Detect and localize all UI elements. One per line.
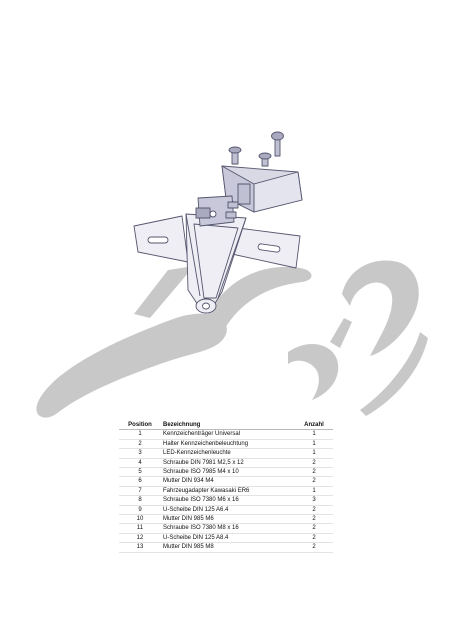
cell-description: U-Scheibe DIN 125 A8.4 xyxy=(161,533,295,544)
cell-quantity: 2 xyxy=(295,458,333,469)
cell-position: 5 xyxy=(119,467,161,478)
table-row: 6 Mutter DIN 934 M4 2 xyxy=(119,476,333,487)
watermark-arc-center xyxy=(206,266,312,330)
header-quantity: Anzahl xyxy=(295,421,333,431)
screw-top-center xyxy=(258,152,272,167)
table-row: 10 Mutter DIN 985 M6 2 xyxy=(119,514,333,525)
cell-description: Fahrzeugadapter Kawasaki ER6 xyxy=(161,486,295,497)
cell-quantity: 1 xyxy=(295,439,333,450)
cell-description: Mutter DIN 985 M8 xyxy=(161,542,295,553)
cell-description: U-Scheibe DIN 125 A6.4 xyxy=(161,505,295,516)
cell-description: Kennzeichenträger Universal xyxy=(161,429,295,440)
cell-quantity: 3 xyxy=(295,495,333,506)
table-row: 11 Schraube ISO 7380 M8 x 16 2 xyxy=(119,523,333,534)
cell-description: Schraube ISO 7985 M4 x 10 xyxy=(161,467,295,478)
cell-quantity: 2 xyxy=(295,505,333,516)
parts-list-table: Position Bezeichnung Anzahl 1 Kennzeiche… xyxy=(119,421,333,553)
watermark-wedge-left xyxy=(134,266,194,318)
cell-position: 7 xyxy=(119,486,161,497)
cell-position: 11 xyxy=(119,523,161,534)
cell-description: Mutter DIN 934 M4 xyxy=(161,476,295,487)
cell-description: Schraube ISO 7380 M6 x 16 xyxy=(161,495,295,506)
table-row: 8 Schraube ISO 7380 M6 x 16 3 xyxy=(119,495,333,506)
header-description: Bezeichnung xyxy=(161,421,295,431)
table-row: 1 Kennzeichenträger Universal 1 xyxy=(119,429,333,440)
cell-position: 4 xyxy=(119,458,161,469)
bracket-drawing xyxy=(133,131,303,314)
table-row: 4 Schraube DIN 7981 M2,5 x 12 2 xyxy=(119,458,333,469)
cell-position: 8 xyxy=(119,495,161,506)
cell-quantity: 2 xyxy=(295,542,333,553)
table-row: 5 Schraube ISO 7985 M4 x 10 2 xyxy=(119,467,333,478)
watermark-swoosh-left xyxy=(36,313,227,418)
cell-quantity: 1 xyxy=(295,486,333,497)
table-row: 12 U-Scheibe DIN 125 A8.4 2 xyxy=(119,533,333,544)
cell-position: 13 xyxy=(119,542,161,553)
cell-position: 1 xyxy=(119,429,161,440)
cell-position: 9 xyxy=(119,505,161,516)
cell-quantity: 2 xyxy=(295,533,333,544)
watermark-slash-right xyxy=(360,332,428,416)
cell-position: 12 xyxy=(119,533,161,544)
cell-quantity: 2 xyxy=(295,476,333,487)
watermark-wedge-mid xyxy=(330,318,352,348)
cell-description: Mutter DIN 985 M6 xyxy=(161,514,295,525)
screw-top-left xyxy=(228,146,242,165)
table-header-row: Position Bezeichnung Anzahl xyxy=(119,421,333,431)
cell-quantity: 2 xyxy=(295,467,333,478)
table-row: 7 Fahrzeugadapter Kawasaki ER6 1 xyxy=(119,486,333,497)
table-row: 13 Mutter DIN 985 M8 2 xyxy=(119,542,333,553)
cell-position: 10 xyxy=(119,514,161,525)
cell-position: 2 xyxy=(119,439,161,450)
cell-position: 6 xyxy=(119,476,161,487)
watermark-hook-right xyxy=(342,260,419,356)
table-row: 3 LED-Kennzeichenleuchte 1 xyxy=(119,448,333,459)
table-row: 2 Halter Kennzeichenbeleuchtung 1 xyxy=(119,439,333,450)
header-position: Position xyxy=(119,421,161,431)
cell-description: Schraube DIN 7981 M2,5 x 12 xyxy=(161,458,295,469)
logo-watermark xyxy=(36,260,428,418)
cell-quantity: 1 xyxy=(295,429,333,440)
cell-quantity: 2 xyxy=(295,514,333,525)
cell-quantity: 1 xyxy=(295,448,333,459)
cell-description: Halter Kennzeichenbeleuchtung xyxy=(161,439,295,450)
cell-description: Schraube ISO 7380 M8 x 16 xyxy=(161,523,295,534)
screw-top-right xyxy=(271,131,284,157)
cell-quantity: 2 xyxy=(295,523,333,534)
watermark-curve-right xyxy=(288,343,339,400)
led-light xyxy=(195,207,211,219)
cell-position: 3 xyxy=(119,448,161,459)
table-row: 9 U-Scheibe DIN 125 A6.4 2 xyxy=(119,505,333,516)
cell-description: LED-Kennzeichenleuchte xyxy=(161,448,295,459)
